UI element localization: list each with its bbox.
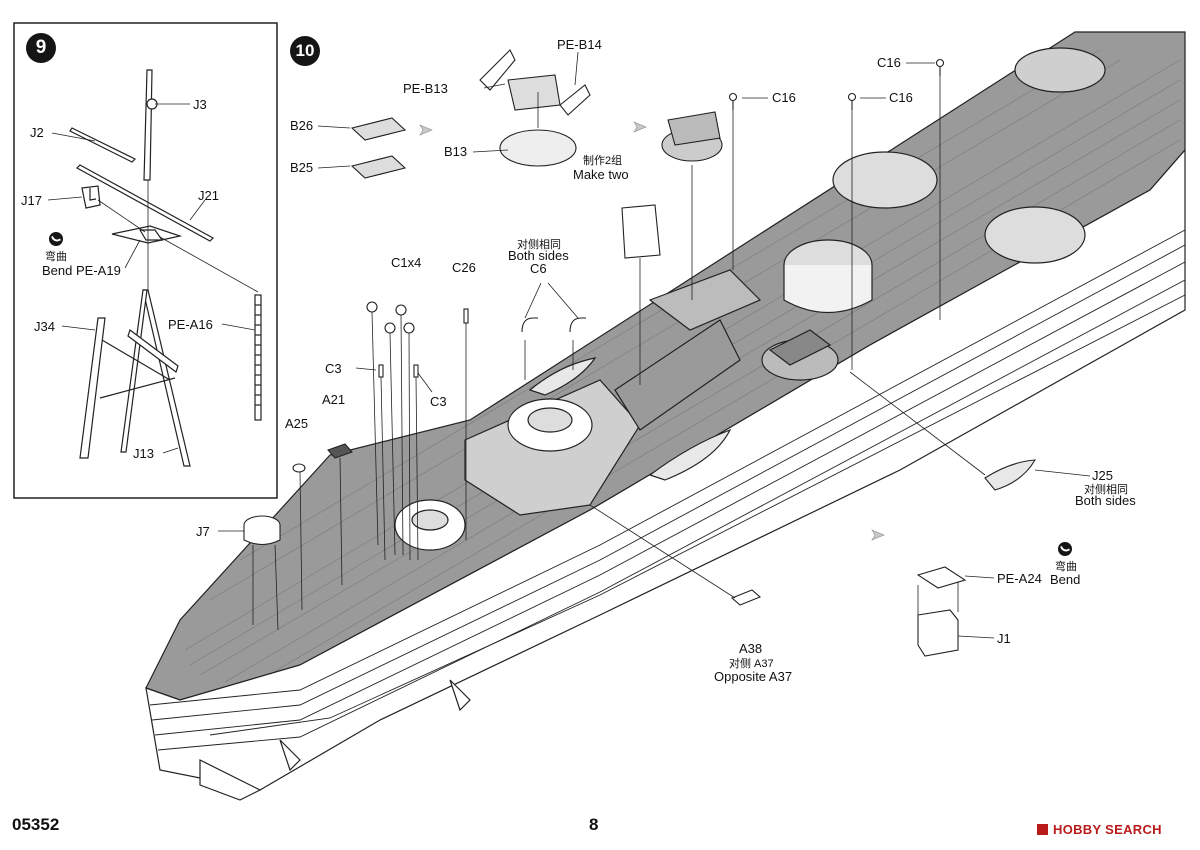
label-c16-c: C16: [877, 55, 901, 70]
label-a38-opposite-cn: 对侧 A37: [729, 658, 774, 670]
label-make-two-cn: 制作2组: [583, 155, 623, 167]
label-pe-a24: PE-A24: [997, 571, 1042, 586]
product-code: 05352: [12, 815, 60, 834]
brand-logo-icon: [1037, 824, 1048, 835]
direction-arrows: [419, 121, 885, 541]
step10-assembly-lines: [218, 51, 1091, 639]
label-j1: J1: [997, 631, 1011, 646]
brand-text: HOBBY SEARCH: [1053, 822, 1162, 837]
label-j7: J7: [196, 524, 210, 539]
label-both-sides-en: Both sides: [508, 248, 569, 263]
label-j2: J2: [30, 125, 44, 140]
label-j13: J13: [133, 446, 154, 461]
bend-icon: [49, 232, 63, 246]
label-a25: A25: [285, 416, 309, 431]
label-bend-cn: 弯曲: [45, 251, 67, 263]
label-j17: J17: [21, 193, 42, 208]
label-b13: B13: [444, 144, 468, 159]
bend-icon: [1058, 542, 1072, 556]
label-bend-cn: 弯曲: [1055, 561, 1077, 573]
label-j21: J21: [198, 188, 219, 203]
label-a38-opposite-en: Opposite A37: [714, 669, 793, 684]
label-bend-en: Bend: [42, 263, 73, 278]
label-c1x4: C1x4: [391, 255, 422, 270]
label-a38: A38: [739, 641, 763, 656]
step10-number: 10: [290, 36, 320, 66]
label-bend-en: Bend: [1050, 572, 1081, 587]
label-make-two-en: Make two: [573, 167, 629, 182]
step9-frame: [13, 22, 278, 499]
label-b25: B25: [290, 160, 314, 175]
label-j3: J3: [193, 97, 207, 112]
label-pe-a16: PE-A16: [168, 317, 213, 332]
step10-parts: [243, 49, 1037, 657]
label-j25-both-cn: 对侧相同: [1084, 484, 1128, 496]
label-b26: B26: [290, 118, 314, 133]
label-pe-b14: PE-B14: [557, 37, 602, 52]
label-pe-b13: PE-B13: [403, 81, 448, 96]
label-c26: C26: [452, 260, 476, 275]
label-both-sides-cn: 对侧相同: [517, 239, 561, 251]
page-number: 8: [589, 815, 599, 834]
label-c3-a: C3: [325, 361, 342, 376]
label-c6: C6: [530, 261, 547, 276]
label-j34: J34: [34, 319, 55, 334]
label-c16-b: C16: [889, 90, 913, 105]
step9-mast-diagram: [47, 69, 262, 467]
label-a21: A21: [322, 392, 346, 407]
step9-number: 9: [26, 33, 56, 63]
label-j25: J25: [1092, 468, 1113, 483]
label-pe-a19: PE-A19: [76, 263, 121, 278]
label-c3-b: C3: [430, 394, 447, 409]
label-c16-a: C16: [772, 90, 796, 105]
label-j25-both-en: Both sides: [1075, 493, 1136, 508]
brand-watermark: HOBBY SEARCH: [1037, 822, 1162, 837]
bridge-superstructure: [394, 47, 1106, 551]
